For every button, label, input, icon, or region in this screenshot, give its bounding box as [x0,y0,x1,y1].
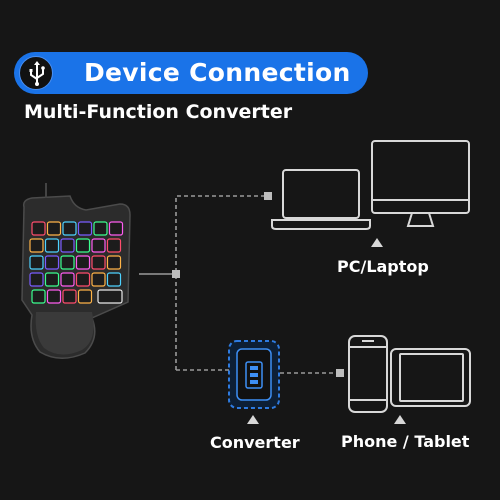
converter-label: Converter [210,433,300,452]
pc-laptop-label: PC/Laptop [337,257,429,276]
keyboard-key [46,289,62,304]
phone-icon [348,335,388,413]
keyboard-key [29,272,44,287]
keyboard-key [31,221,46,236]
keyboard-key [108,221,124,236]
keyboard-key [75,238,91,253]
keyboard-key [106,238,122,253]
keyboard-key [106,255,122,270]
keyboard-key [106,272,122,287]
keyboard-key [60,272,75,287]
usb-converter-icon [228,340,280,409]
keyboard-key [93,221,108,236]
keyboard-key [60,238,75,253]
keyboard-key [91,255,106,270]
keyboard-key [75,255,91,270]
converter-arrow [247,415,259,424]
one-handed-keyboard-icon [21,183,131,359]
keyboard-key [77,221,93,236]
keyboard-key [44,255,60,270]
keyboard-key [46,221,62,236]
laptop-icon [271,169,371,230]
keyboard-key [91,238,106,253]
keyboard-key [60,255,75,270]
keyboard-key [44,272,60,287]
keyboard-key [29,255,44,270]
keyboard-key [91,272,106,287]
usb-icon [19,56,53,90]
phone-tablet-label: Phone / Tablet [341,432,470,451]
desktop-monitor-icon [371,140,470,227]
page-subtitle: Multi-Function Converter [24,101,293,123]
keyboard-key [62,221,77,236]
connector-nodes [172,192,344,377]
keyboard-spacebar [97,289,123,304]
pc-arrow [371,238,383,247]
page-title: Device Connection [84,58,351,87]
connection-lines [139,195,340,374]
keyboard-key [62,289,77,304]
header-badge [14,52,368,94]
keyboard-key [29,238,44,253]
keyboard-key [75,272,91,287]
tablet-icon [390,348,471,407]
keyboard-key [31,289,46,304]
device-arrow [394,415,406,424]
keyboard-key [77,289,93,304]
keyboard-key [44,238,60,253]
